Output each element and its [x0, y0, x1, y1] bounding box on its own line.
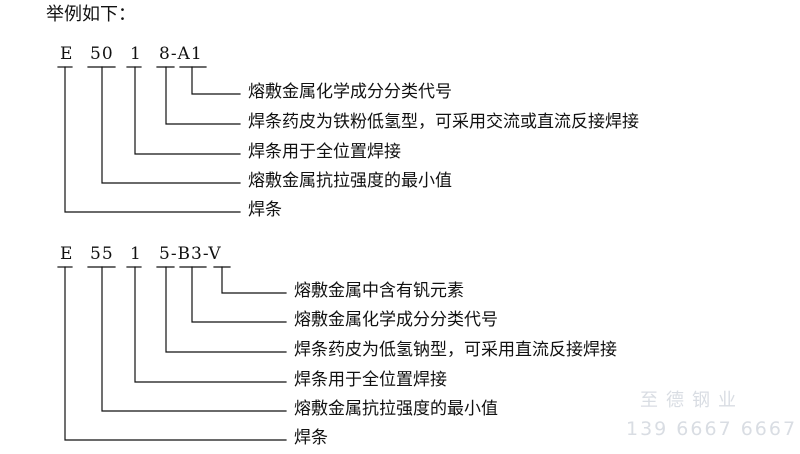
ex1-code-coating-alloy: 8-A1	[159, 44, 203, 64]
ex1-desc-alloy-class: 熔敷金属化学成分分类代号	[248, 82, 452, 102]
ex1-code-type: E	[60, 44, 74, 64]
ex2-leader-strength	[101, 266, 287, 412]
ex1-desc-electrode: 焊条	[248, 200, 282, 220]
ex2-desc-vanadium: 熔敷金属中含有钒元素	[294, 281, 464, 301]
ex1-leader-position	[134, 66, 241, 155]
ex1-leader-alloy	[191, 66, 241, 95]
ex2-desc-electrode: 焊条	[294, 428, 328, 448]
intro-text: 举例如下：	[46, 4, 136, 25]
watermark-phone: 139 6667 6667	[626, 418, 798, 440]
ex2-desc-strength: 熔敷金属抗拉强度的最小值	[294, 399, 498, 419]
ex1-leader-coating	[165, 66, 241, 125]
ex1-desc-coating: 焊条药皮为铁粉低氢型，可采用交流或直流反接焊接	[248, 112, 639, 132]
ex2-leader-position	[134, 266, 287, 383]
ex1-leader-strength	[101, 66, 241, 184]
ex2-code-position: 1	[130, 244, 142, 264]
ex2-leader-coating	[165, 266, 287, 353]
ex2-desc-position: 焊条用于全位置焊接	[294, 370, 447, 390]
ex2-code-type: E	[60, 244, 74, 264]
ex2-leader-electrode	[64, 266, 287, 441]
ex2-leader-vanadium	[221, 266, 287, 294]
ex2-desc-alloy-class: 熔敷金属化学成分分类代号	[294, 310, 498, 330]
ex2-desc-coating: 焊条药皮为低氢钠型，可采用直流反接焊接	[294, 340, 617, 360]
ex1-leader-electrode	[64, 66, 241, 213]
watermark-name: 至德钢业	[640, 390, 744, 411]
ex1-desc-strength: 熔敷金属抗拉强度的最小值	[248, 171, 452, 191]
ex2-code-strength: 55	[90, 244, 114, 264]
ex1-code-position: 1	[130, 44, 142, 64]
ex1-desc-position: 焊条用于全位置焊接	[248, 142, 401, 162]
ex2-leader-alloy	[191, 266, 287, 323]
ex2-code-coating-alloy: 5-B3-V	[159, 244, 222, 264]
ex1-code-strength: 50	[90, 44, 114, 64]
